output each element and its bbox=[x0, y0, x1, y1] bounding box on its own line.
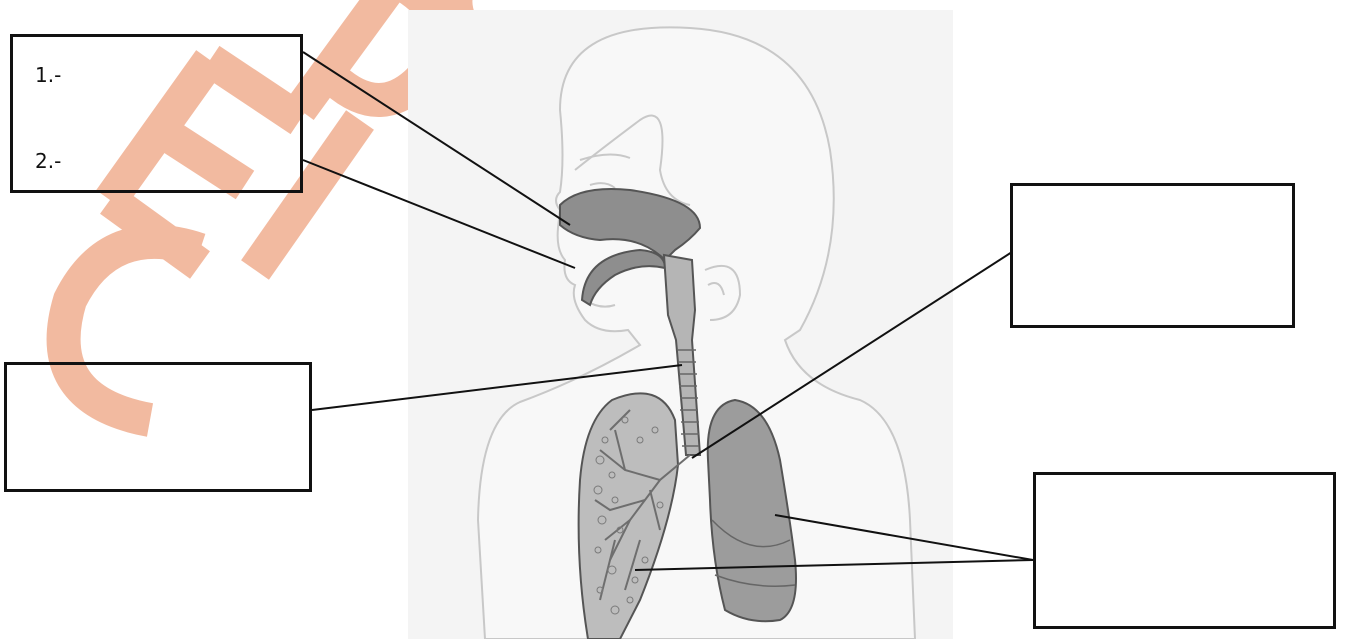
label-box-lungs[interactable] bbox=[1033, 472, 1336, 629]
label-line-1: 1.- bbox=[35, 63, 61, 87]
label-line-2: 2.- bbox=[35, 149, 61, 173]
label-box-mouth-nose[interactable]: 1.- 2.- bbox=[10, 34, 303, 193]
label-box-trachea[interactable] bbox=[4, 362, 312, 492]
label-box-bronchi[interactable] bbox=[1010, 183, 1295, 328]
